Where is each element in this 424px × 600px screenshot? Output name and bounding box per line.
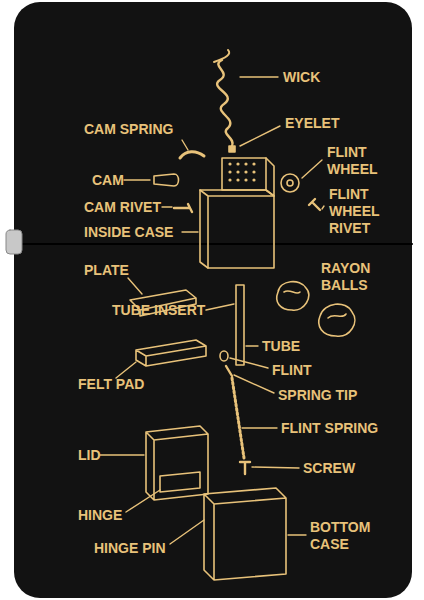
part-label: LID [78, 447, 101, 464]
cam-spring [180, 152, 204, 158]
screw [240, 462, 250, 474]
rayon-ball [319, 304, 355, 336]
lid-seam [14, 243, 412, 245]
part-label: CAM [92, 172, 124, 189]
part-label: PLATE [84, 262, 129, 279]
flint-wheel-rivet [309, 199, 320, 210]
cam [154, 174, 179, 186]
cam-rivet [174, 204, 192, 212]
part-label: CAM SPRING [84, 121, 173, 138]
tube [236, 285, 244, 365]
rayon-ball [277, 282, 309, 311]
part-label: TUBE [262, 338, 300, 355]
part-label: EYELET [285, 115, 339, 132]
part-label: WICK [283, 69, 320, 86]
part-label: FLINT [272, 362, 312, 379]
part-label: BOTTOM CASE [310, 519, 390, 553]
lid-hinge [160, 472, 200, 492]
part-label: RAYON BALLS [321, 260, 391, 294]
part-label: SPRING TIP [278, 387, 357, 404]
wick [217, 60, 233, 146]
hinge-metal [6, 230, 22, 254]
bottom-case [204, 488, 286, 580]
spring-tip [226, 366, 232, 376]
part-label: FLINT SPRING [281, 420, 378, 437]
part-label: HINGE [78, 507, 122, 524]
flint-wheel [281, 174, 299, 192]
part-label: SCREW [303, 460, 355, 477]
part-label: CAM RIVET [84, 199, 161, 216]
part-label: FELT PAD [78, 376, 144, 393]
part-label: FLINT WHEEL RIVET [329, 186, 393, 237]
lighter-body [14, 2, 412, 598]
wick-end [214, 50, 229, 62]
part-label: FLINT WHEEL [327, 144, 387, 178]
flint-spring [232, 378, 244, 458]
part-label: HINGE PIN [94, 540, 166, 557]
flint [220, 351, 228, 361]
eyelet [229, 146, 235, 152]
inside-case [200, 158, 274, 268]
leader-lines [100, 77, 324, 544]
flint-wheel-hub [287, 180, 293, 186]
lid [146, 426, 208, 500]
part-label: TUBE INSERT [112, 302, 205, 319]
part-label: INSIDE CASE [84, 224, 173, 241]
felt-pad [136, 340, 206, 366]
